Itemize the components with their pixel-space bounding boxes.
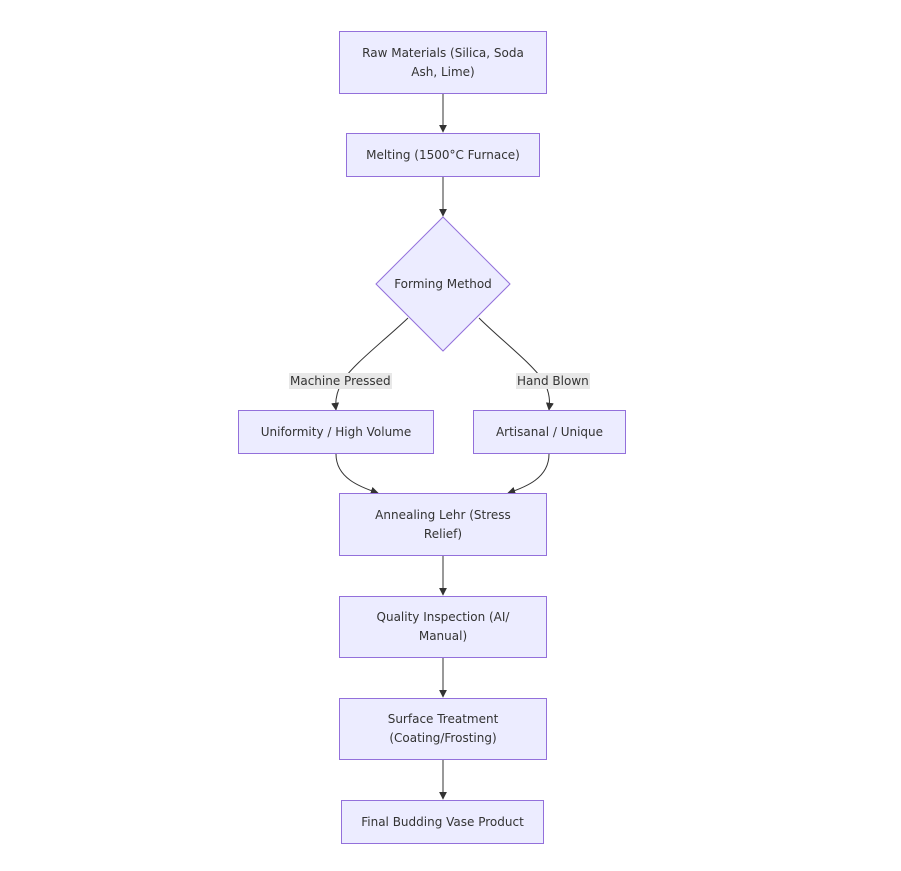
node-final: Final Budding Vase Product bbox=[341, 800, 544, 844]
edge-artisanal-to-annealing bbox=[507, 453, 550, 495]
node-melting: Melting (1500°C Furnace) bbox=[346, 133, 540, 177]
edge-forming-to-artisanal bbox=[478, 317, 554, 411]
node-final-label: Final Budding Vase Product bbox=[361, 814, 524, 829]
edge-label-hand-blown: Hand Blown bbox=[516, 373, 590, 389]
node-surface: Surface Treatment (Coating/Frosting) bbox=[339, 698, 547, 760]
node-surface-label: Surface Treatment (Coating/Frosting) bbox=[387, 712, 499, 745]
node-raw-materials-label: Raw Materials (Silica, Soda Ash, Lime) bbox=[362, 45, 524, 79]
edge-forming-to-uniformity bbox=[331, 317, 409, 411]
node-raw-materials: Raw Materials (Silica, Soda Ash, Lime) bbox=[339, 31, 547, 94]
forming-method-diamond bbox=[375, 216, 511, 352]
node-annealing: Annealing Lehr (Stress Relief) bbox=[339, 493, 547, 556]
edge-uniformity-to-annealing bbox=[335, 453, 379, 495]
node-artisanal-label: Artisanal / Unique bbox=[495, 424, 604, 439]
node-melting-label: Melting (1500°C Furnace) bbox=[366, 147, 520, 162]
node-annealing-label: Annealing Lehr (Stress Relief) bbox=[375, 507, 511, 541]
node-uniformity: Uniformity / High Volume bbox=[238, 410, 434, 454]
node-quality: Quality Inspection (AI/ Manual) bbox=[339, 596, 547, 658]
node-uniformity-label: Uniformity / High Volume bbox=[260, 424, 412, 439]
edge-label-machine-pressed: Machine Pressed bbox=[289, 373, 392, 389]
node-forming-method-label: Forming Method bbox=[394, 277, 492, 291]
node-artisanal: Artisanal / Unique bbox=[473, 410, 626, 454]
node-quality-label: Quality Inspection (AI/ Manual) bbox=[376, 610, 510, 643]
